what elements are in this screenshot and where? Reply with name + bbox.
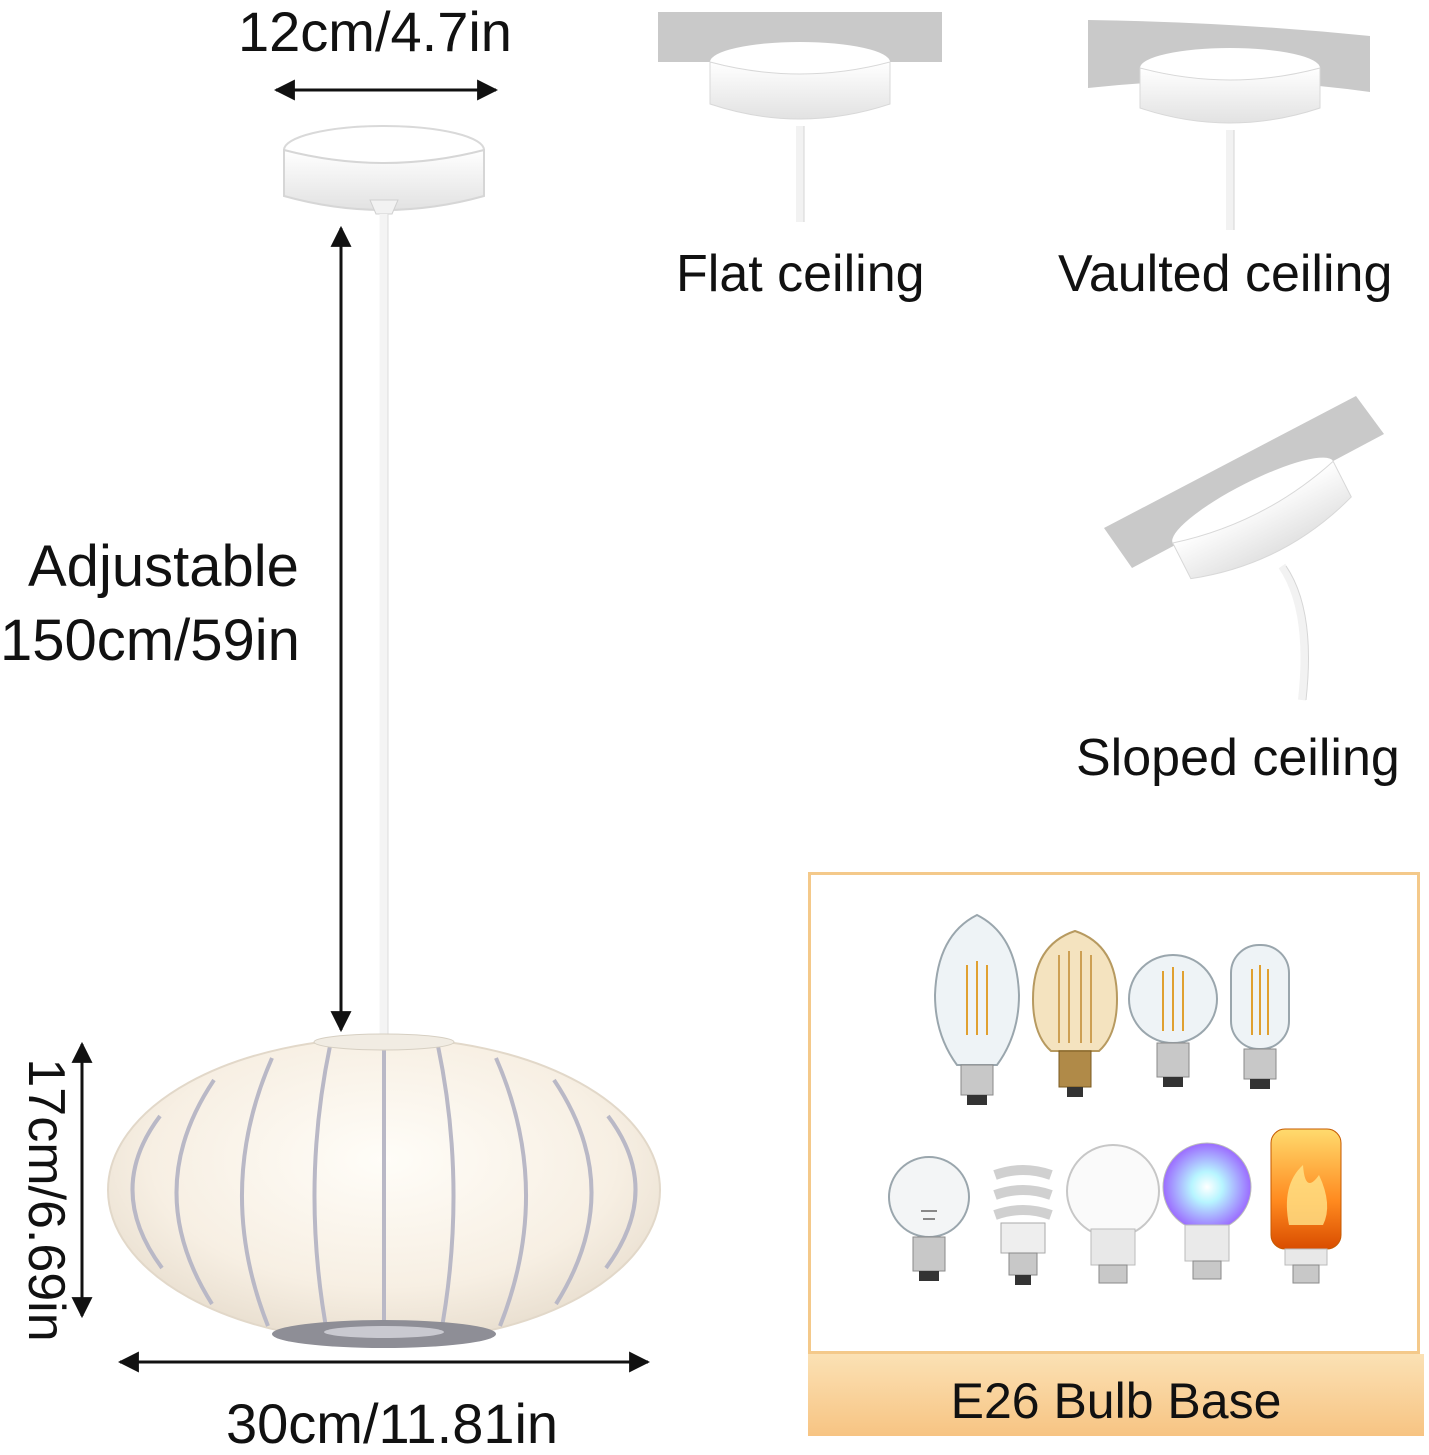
sloped-ceiling-label: Sloped ceiling [1076,729,1400,787]
flat-ceiling-label: Flat ceiling [676,245,925,303]
canopy [283,125,485,215]
bulb-icons [888,913,1342,1285]
cord-length-label: 150cm/59in [0,608,300,673]
shade-height-label: 17cm/6.69in [17,1058,75,1342]
cfl-spiral-bulb-icon [993,1165,1053,1285]
led-bulb-icon [1066,1144,1160,1284]
vaulted-ceiling-label: Vaulted ceiling [1058,245,1393,303]
compatible-bulbs-panel [808,872,1420,1354]
flame-bulb-icon [1270,1128,1342,1284]
st64-filament-bulb-icon [933,913,1021,1105]
bulb-base-label: E26 Bulb Base [950,1373,1282,1429]
t-filament-bulb-icon [1230,944,1290,1089]
adjustable-label: Adjustable [28,534,299,599]
edison-bulb-icon [1031,929,1119,1097]
shade-width-label: 30cm/11.81in [226,1392,559,1455]
vaulted-ceiling-illustration [1088,20,1370,230]
rgb-bulb-icon [1162,1142,1252,1280]
incandescent-bulb-icon [888,1156,970,1281]
flat-ceiling-illustration [658,12,942,222]
sloped-ceiling-illustration [1104,396,1384,701]
a19-filament-bulb-icon [1128,954,1218,1087]
lantern-shade [107,1033,661,1348]
canopy-width-label: 12cm/4.7in [238,0,512,63]
bulb-base-banner: E26 Bulb Base [808,1354,1424,1436]
